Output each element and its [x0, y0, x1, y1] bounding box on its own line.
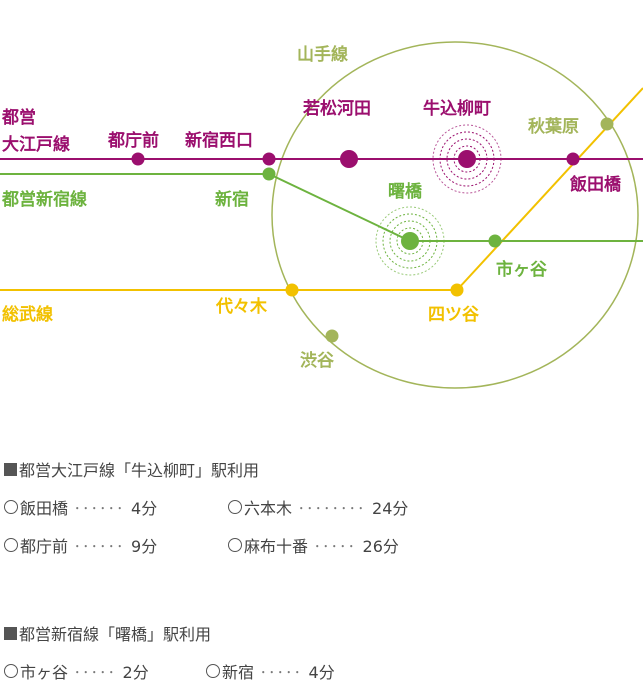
travel-time: 9分 — [131, 537, 158, 556]
station-label-shibuya: 渋谷 — [300, 350, 335, 371]
sobu-line-label: 総武線 — [2, 304, 53, 325]
station-dot-wakamatsu-kawada — [340, 150, 358, 168]
access-section-shinjuku-line: 都営新宿線「曙橋」駅利用 市ヶ谷 ･････ 2分 新宿 ･････ 4分 — [4, 621, 335, 683]
circle-bullet-icon — [228, 538, 242, 552]
access-item: 新宿 ･････ 4分 — [206, 659, 335, 683]
station-label-akebonobashi: 曙橋 — [388, 181, 423, 202]
access-row: 市ヶ谷 ･････ 2分 新宿 ･････ 4分 — [4, 659, 335, 683]
access-section-oedo: 都営大江戸線「牛込柳町」駅利用 飯田橋 ･･････ 4分 六本木 ･･････… — [4, 457, 408, 557]
station-dot-ushigome-yanagicho — [458, 150, 476, 168]
route-map: 都営 大江戸線 都営新宿線 総武線 山手線 都庁前 新宿西口 若松河田 牛込柳町… — [0, 41, 643, 389]
leader-dots: ･･････ — [74, 539, 126, 555]
akebonobashi-highlight-rings — [375, 206, 445, 276]
travel-time: 26分 — [362, 537, 399, 556]
leader-dots: ･････ — [260, 665, 303, 681]
station-dot-akihabara — [600, 117, 614, 131]
station-label-ichigaya: 市ヶ谷 — [496, 259, 548, 280]
yamanote-line-loop — [271, 41, 639, 389]
leader-dots: ･････ — [314, 539, 357, 555]
destination-station: 飯田橋 — [20, 499, 69, 518]
access-item: 都庁前 ･･････ 9分 — [4, 533, 228, 557]
destination-station: 六本木 — [244, 499, 293, 518]
station-dot-tochomae — [131, 152, 145, 166]
destination-station: 麻布十番 — [244, 537, 309, 556]
travel-time: 4分 — [308, 663, 335, 682]
access-heading-oedo: 都営大江戸線「牛込柳町」駅利用 — [4, 457, 408, 481]
access-row: 飯田橋 ･･････ 4分 六本木 ････････ 24分 — [4, 495, 408, 519]
access-item: 六本木 ････････ 24分 — [228, 495, 408, 519]
station-label-iidabashi: 飯田橋 — [569, 174, 622, 195]
yamanote-line-label: 山手線 — [297, 44, 348, 65]
leader-dots: ･････ — [74, 665, 117, 681]
oedo-line-label-1: 都営 — [1, 107, 36, 128]
circle-bullet-icon — [206, 664, 220, 678]
circle-bullet-icon — [4, 664, 18, 678]
station-label-shinjuku-nishiguchi: 新宿西口 — [185, 130, 253, 151]
ushigome-yanagicho-highlight-rings — [432, 124, 502, 194]
travel-time: 4分 — [131, 499, 158, 518]
oedo-line-label: 都営 大江戸線 — [1, 107, 70, 155]
square-bullet-icon — [4, 626, 17, 640]
circle-bullet-icon — [228, 500, 242, 514]
station-dot-shibuya — [325, 329, 339, 343]
station-dot-yotsuya — [450, 283, 464, 297]
station-dot-akebonobashi — [401, 232, 419, 250]
access-item: 飯田橋 ･･････ 4分 — [4, 495, 228, 519]
toei-shinjuku-line — [0, 173, 643, 242]
station-label-wakamatsu-kawada: 若松河田 — [302, 98, 371, 119]
square-bullet-icon — [4, 462, 17, 476]
travel-time: 24分 — [372, 499, 409, 518]
travel-time: 2分 — [122, 663, 149, 682]
destination-station: 都庁前 — [20, 537, 69, 556]
station-dot-ichigaya — [488, 234, 502, 248]
access-heading-text: 都営大江戸線「牛込柳町」駅利用 — [19, 461, 260, 480]
station-dot-iidabashi — [566, 152, 580, 166]
access-heading-text: 都営新宿線「曙橋」駅利用 — [19, 625, 212, 644]
destination-station: 新宿 — [222, 663, 255, 682]
destination-station: 市ヶ谷 — [20, 663, 69, 682]
station-dot-shinjuku-nishiguchi — [262, 152, 276, 166]
leader-dots: ･･････ — [74, 501, 126, 517]
station-label-ushigome-yanagicho: 牛込柳町 — [423, 98, 491, 119]
station-label-akihabara: 秋葉原 — [528, 116, 579, 137]
station-label-yoyogi: 代々木 — [215, 296, 268, 317]
access-item: 麻布十番 ･････ 26分 — [228, 533, 399, 557]
station-dot-shinjuku — [262, 167, 276, 181]
leader-dots: ････････ — [298, 501, 367, 517]
circle-bullet-icon — [4, 538, 18, 552]
oedo-line-label-2: 大江戸線 — [2, 134, 70, 155]
station-label-yotsuya: 四ツ谷 — [428, 305, 480, 325]
station-dot-yoyogi — [285, 283, 299, 297]
station-label-tochomae: 都庁前 — [107, 130, 159, 151]
station-label-shinjuku: 新宿 — [215, 189, 249, 210]
access-item: 市ヶ谷 ･････ 2分 — [4, 659, 206, 683]
shinjuku-line-label: 都営新宿線 — [1, 189, 87, 210]
circle-bullet-icon — [4, 500, 18, 514]
access-row: 都庁前 ･･････ 9分 麻布十番 ･････ 26分 — [4, 533, 408, 557]
access-heading-shinjuku-line: 都営新宿線「曙橋」駅利用 — [4, 621, 335, 645]
